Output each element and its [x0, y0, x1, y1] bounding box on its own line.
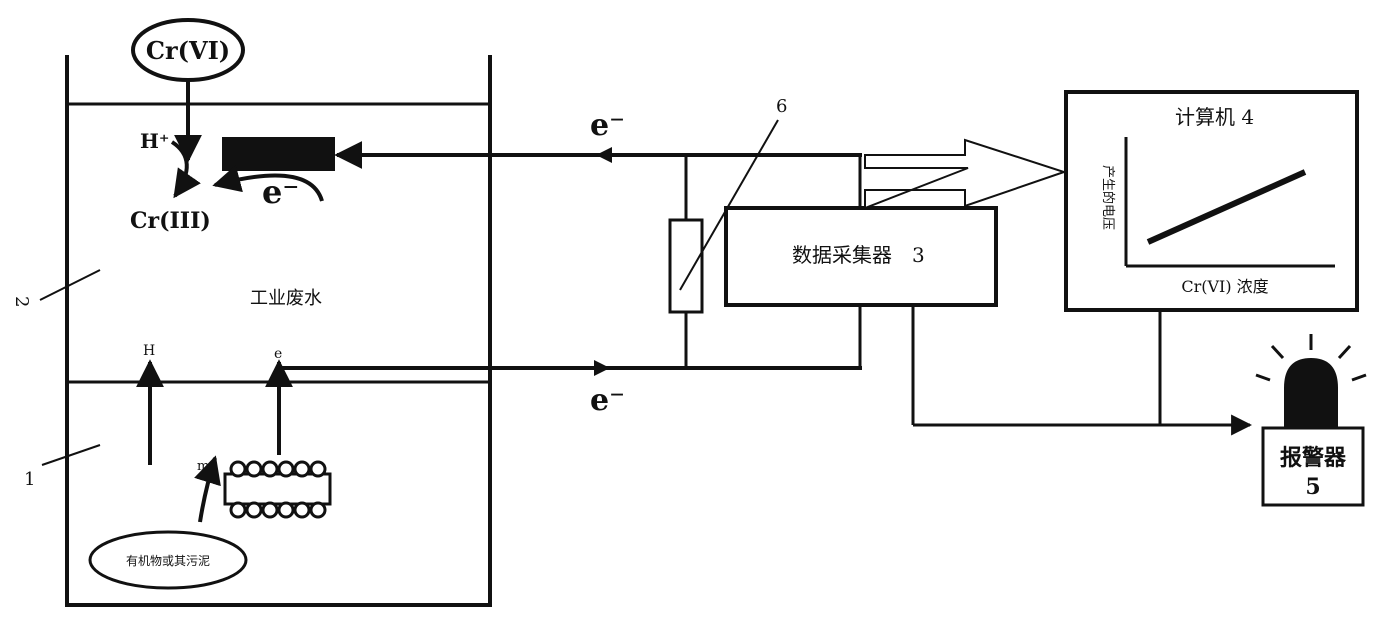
plot-x-label: Cr(VI) 浓度 — [1181, 277, 1268, 296]
plot-y-label: 产生的电压 — [1100, 165, 1116, 230]
bottom-wire-e-label: e⁻ — [590, 383, 625, 418]
top-wire-mid-arrow — [596, 147, 612, 163]
computer-title: 计算机 4 — [1175, 105, 1254, 129]
cr-vi-ellipse — [131, 18, 245, 82]
label-6: 6 — [776, 96, 787, 117]
alarm-light-icon — [1255, 334, 1367, 428]
m-small-label: m — [197, 459, 209, 474]
anode-electrode — [223, 460, 332, 519]
h-plus-top-label: H⁺ — [140, 129, 169, 153]
cathode-e-label: e⁻ — [262, 173, 299, 211]
data-acquisition-label: 数据采集器 3 — [792, 243, 925, 267]
resistor — [668, 218, 704, 314]
alarm-label-line1: 报警器 — [1280, 445, 1347, 471]
h-to-cr-iii-arrow — [170, 140, 201, 199]
top-wire-e-label: e⁻ — [590, 108, 625, 143]
data-acquisition-box — [724, 206, 998, 307]
cathode-electron-arrow — [212, 165, 324, 202]
bottom-wire-mid-arrow — [594, 360, 610, 376]
alarm-label-line2: 5 — [1305, 474, 1320, 500]
daq-to-computer-arrow — [864, 138, 1068, 210]
e-small-label: e — [274, 346, 282, 362]
callout-1-line — [41, 444, 101, 466]
computer-box — [1064, 90, 1359, 312]
plot-trend-line — [1146, 169, 1307, 245]
substrate-arrow — [194, 455, 221, 523]
label-1: 1 — [24, 469, 35, 490]
alarm-box — [1261, 426, 1365, 507]
resistor-callout-line — [679, 119, 779, 291]
callout-2-line — [39, 269, 101, 301]
h-plus-bottom-label: H — [143, 343, 155, 359]
cr-iii-label: Cr(III) — [130, 208, 211, 234]
substrate-label: 有机物或其污泥 — [126, 554, 210, 568]
label-2: 2 — [11, 296, 32, 307]
wastewater-label: 工业废水 — [250, 288, 322, 309]
cr-vi-label: Cr(VI) — [146, 36, 230, 65]
cathode-electrode — [222, 137, 335, 171]
substrate-ellipse — [88, 530, 248, 590]
